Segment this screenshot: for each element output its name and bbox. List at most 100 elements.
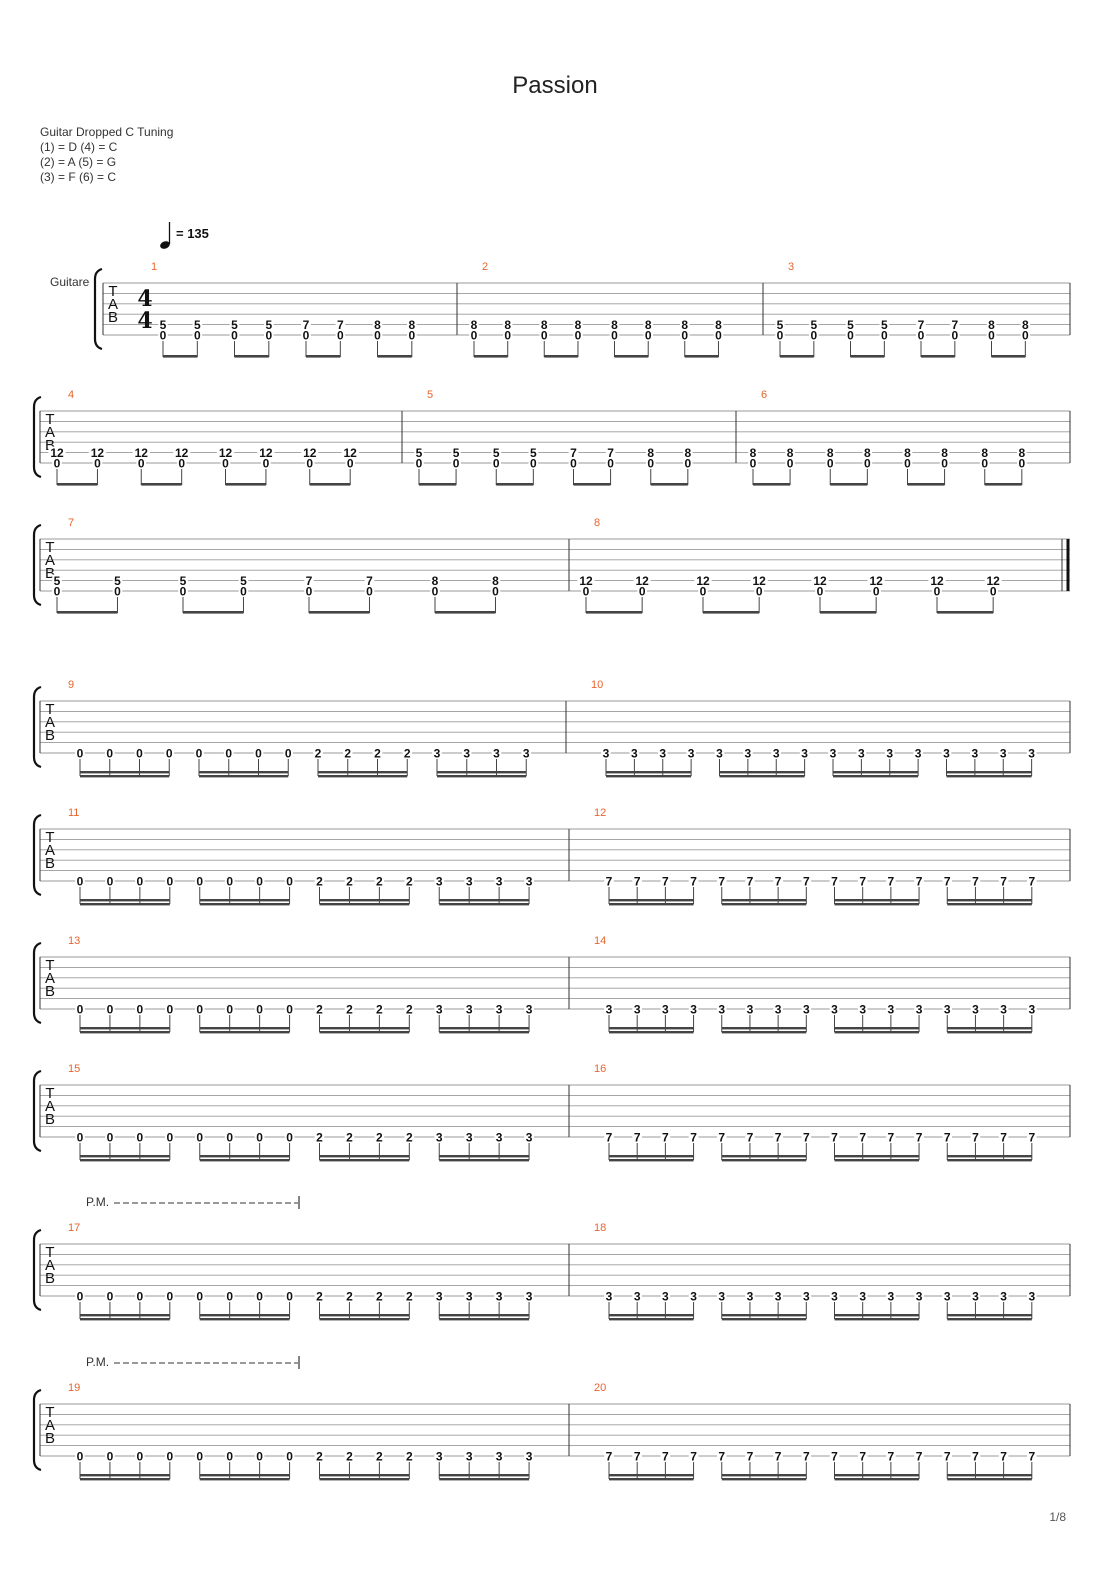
measure-19-note-12-string6-bg: [404, 1450, 415, 1461]
measure-8-note-6-string5: 12: [869, 574, 883, 588]
measure-14-note-4-string6: 3: [690, 1003, 697, 1017]
measure-9-note-10-string6-bg: [342, 747, 353, 758]
measure-3-note-6-string5: 7: [951, 318, 958, 332]
measure-18-note-9-string6-bg: [829, 1290, 840, 1301]
measure-9-note-14-string6-bg: [461, 747, 472, 758]
measure-3-note-7-string6: 0: [988, 329, 995, 343]
measure-18-beam-1-b: [609, 1318, 694, 1321]
measure-12-note-16-string6: 7: [1028, 875, 1035, 889]
measure-9-note-2-string6-bg: [104, 747, 115, 758]
measure-19-note-5-string6-bg: [194, 1450, 205, 1461]
measure-18-note-5-string6: 3: [718, 1290, 725, 1304]
measure-8-note-1-string5: 12: [579, 574, 593, 588]
measure-1-beam-4: [377, 355, 412, 358]
measure-20-note-13-string6-bg: [942, 1450, 953, 1461]
measure-8-note-5-string6-bg: [815, 585, 825, 596]
measure-7-beam-3: [309, 611, 370, 614]
tuning-line-1: (1) = D (4) = C: [40, 140, 118, 154]
measure-20-note-14-string6: 7: [972, 1450, 979, 1464]
measure-18-beam-2-b: [721, 1318, 807, 1321]
measure-13-beam-2-b: [199, 1031, 290, 1034]
measure-18-note-5-string6-bg: [716, 1290, 727, 1301]
measure-20-number: 20: [594, 1382, 606, 1394]
measure-11-note-7-string6-bg: [254, 875, 265, 886]
measure-13-note-9-string6: 2: [316, 1003, 323, 1017]
measure-17-note-11-string6: 2: [376, 1290, 383, 1304]
measure-20-note-15-string6-bg: [998, 1450, 1009, 1461]
measure-10-note-16-string6: 3: [1028, 747, 1035, 761]
measure-14-note-15-string6-bg: [998, 1003, 1009, 1014]
measure-20-note-2-string6-bg: [632, 1450, 642, 1461]
measure-15-note-8-string6-bg: [284, 1131, 295, 1142]
system-1-clef-t: T: [108, 283, 117, 300]
measure-8-beam-2: [703, 611, 760, 614]
measure-15-note-13-string6-bg: [434, 1131, 445, 1142]
measure-12-note-1-string6: 7: [606, 875, 613, 889]
measure-16-note-9-string6: 7: [831, 1131, 838, 1145]
measure-18-note-13-string6: 3: [944, 1290, 951, 1304]
measure-18-note-14-string6-bg: [970, 1290, 981, 1301]
measure-5-note-2-string6: 0: [453, 457, 460, 471]
measure-11-note-8-string6: 0: [286, 875, 293, 889]
measure-12-note-8-string6-bg: [801, 875, 812, 886]
measure-1-note-1-string6: 0: [160, 329, 167, 343]
measure-1-beam-2: [234, 355, 269, 358]
measure-14-note-5-string6: 3: [718, 1003, 725, 1017]
measure-11-number: 11: [68, 807, 79, 819]
measure-10-note-14-string6: 3: [972, 747, 979, 761]
measure-18-number: 18: [594, 1222, 606, 1234]
measure-5-number: 5: [427, 389, 433, 401]
measure-12-note-14-string6: 7: [972, 875, 979, 889]
measure-6-note-1-string6-bg: [748, 457, 758, 468]
system-1-bracket: [93, 267, 103, 351]
measure-20-note-6-string6-bg: [745, 1450, 755, 1461]
measure-6-note-1-string5: 8: [750, 446, 757, 460]
measure-13-number: 13: [68, 935, 80, 947]
measure-19-note-6-string6-bg: [224, 1450, 235, 1461]
measure-1-note-7-string6-bg: [372, 329, 383, 340]
measure-5-note-8-string5-bg: [683, 446, 693, 458]
measure-18-note-3-string6-bg: [660, 1290, 671, 1301]
measure-5-note-8-string6-bg: [683, 457, 693, 468]
measure-4-note-7-string5-bg: [301, 446, 319, 458]
measure-8-note-7-string5-bg: [928, 574, 946, 586]
measure-2-note-7-string6-bg: [679, 329, 690, 340]
measure-16-note-3-string6-bg: [660, 1131, 671, 1142]
measure-20-note-2-string6: 7: [634, 1450, 641, 1464]
measure-3-note-6-string6-bg: [950, 329, 960, 340]
measure-7-note-2-string5: 5: [114, 574, 121, 588]
measure-1-note-1-string5-bg: [158, 318, 168, 330]
measure-8-note-3-string6: 0: [700, 585, 707, 599]
measure-9-note-10-string6: 2: [344, 747, 351, 761]
measure-2-note-6-string6-bg: [643, 329, 654, 340]
measure-20-note-9-string6: 7: [831, 1450, 838, 1464]
tuning-label: Guitar Dropped C Tuning: [40, 125, 174, 139]
measure-15-note-3-string6: 0: [137, 1131, 144, 1145]
measure-13-note-2-string6-bg: [105, 1003, 115, 1014]
measure-12-note-12-string6: 7: [916, 875, 923, 889]
measure-4-note-1-string5-bg: [48, 446, 66, 458]
measure-9-beam-2-a: [199, 771, 289, 774]
measure-6-note-2-string5: 8: [787, 446, 794, 460]
measure-9-note-7-string6-bg: [253, 747, 264, 758]
measure-2-note-2-string6: 0: [504, 329, 511, 343]
measure-13-note-14-string6: 3: [466, 1003, 473, 1017]
measure-20-note-7-string6-bg: [773, 1450, 783, 1461]
measure-3-note-7-string5: 8: [988, 318, 995, 332]
measure-11-note-13-string6-bg: [434, 875, 445, 886]
measure-20-note-10-string6-bg: [857, 1450, 868, 1461]
measure-17-note-10-string6-bg: [344, 1290, 355, 1301]
measure-18-note-3-string6: 3: [662, 1290, 669, 1304]
measure-2-note-1-string6: 0: [471, 329, 478, 343]
measure-4-note-4-string6-bg: [176, 457, 187, 468]
measure-11-note-15-string6: 3: [496, 875, 503, 889]
measure-7-note-5-string6: 0: [306, 585, 313, 599]
measure-15-beam-3-a: [319, 1155, 410, 1158]
measure-5-note-1-string6-bg: [414, 457, 424, 468]
system-4-bracket: [32, 685, 42, 769]
measure-19-note-7-string6-bg: [254, 1450, 265, 1461]
measure-18-note-10-string6: 3: [859, 1290, 866, 1304]
measure-11-note-9-string6: 2: [316, 875, 323, 889]
measure-8-note-1-string6: 0: [583, 585, 590, 599]
measure-15-beam-2-a: [199, 1155, 290, 1158]
